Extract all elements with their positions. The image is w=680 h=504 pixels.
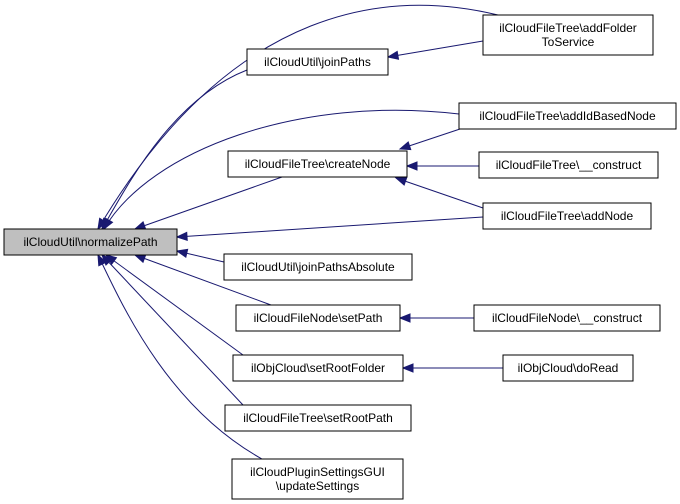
edge-addFolderToService-to-joinPaths (386, 40, 484, 60)
node-box[interactable] (235, 304, 401, 332)
node-setRootFolder[interactable]: ilObjCloud\setRootFolder (232, 354, 404, 382)
edge-setRootPath-to-root (101, 254, 244, 406)
node-addIdBasedNode[interactable]: ilCloudFileTree\addIdBasedNode (458, 102, 677, 130)
node-joinPathsAbsolute[interactable]: ilCloudUtil\joinPathsAbsolute (223, 253, 413, 281)
node-label: ilCloudUtil\joinPaths (264, 55, 371, 69)
node-label: ilCloudUtil\normalizePath (23, 235, 157, 249)
edge-line (101, 254, 244, 406)
node-nodeConstruct[interactable]: ilCloudFileNode\__construct (473, 304, 661, 332)
node-label: ilCloudFileNode\setPath (254, 311, 383, 325)
node-label: ilCloudFileTree\__construct (496, 158, 642, 172)
node-setPath[interactable]: ilCloudFileNode\setPath (235, 304, 401, 332)
node-label: ilCloudFileTree\addNode (501, 209, 634, 223)
edge-line (395, 177, 484, 209)
arrowhead-icon (401, 363, 414, 373)
arrowhead-icon (103, 217, 114, 231)
node-label: ilObjCloud\doRead (518, 361, 619, 375)
node-box[interactable] (482, 202, 652, 230)
arrowhead-icon (175, 231, 188, 242)
edge-nodeConstruct-to-setPath (398, 313, 474, 323)
arrowhead-icon (398, 313, 411, 323)
node-addNode[interactable]: ilCloudFileTree\addNode (482, 202, 652, 230)
node-doRead[interactable]: ilObjCloud\doRead (502, 354, 634, 382)
arrowhead-icon (398, 141, 412, 151)
node-box[interactable] (482, 14, 654, 56)
edge-createNode-to-root (133, 176, 283, 230)
node-label: ilCloudFileTree\setRootPath (243, 411, 393, 425)
node-label: \updateSettings (276, 479, 359, 493)
node-box[interactable] (458, 102, 677, 130)
arrowhead-icon (175, 248, 189, 259)
arrowhead-icon (97, 253, 107, 267)
node-label: ilObjCloud\setRootFolder (251, 361, 385, 375)
node-label: ilCloudFileTree\addFolder (499, 21, 637, 35)
edge-addIdBasedNode-to-createNode (398, 128, 461, 151)
node-box[interactable] (502, 354, 634, 382)
node-box[interactable] (227, 150, 408, 178)
edge-addNode-to-root (175, 216, 484, 242)
node-box[interactable] (232, 354, 404, 382)
edge-line (134, 254, 272, 306)
edge-updateSettings-to-root (97, 253, 263, 460)
arrowhead-icon (405, 161, 418, 171)
arrowhead-icon (386, 50, 400, 60)
nodes-layer: ilCloudUtil\normalizePath ilCloudUtil\joi… (3, 14, 677, 500)
node-label: ToService (542, 35, 595, 49)
edge-line (176, 216, 484, 238)
node-label: ilCloudFileTree\createNode (245, 157, 391, 171)
edge-line (97, 254, 263, 460)
node-label: ilCloudPluginSettingsGUI (250, 465, 385, 479)
edges-layer (97, 4, 503, 460)
node-label: ilCloudFileNode\__construct (492, 311, 643, 325)
node-treeConstruct[interactable]: ilCloudFileTree\__construct (478, 151, 659, 179)
node-updateSettings[interactable]: ilCloudPluginSettingsGUI\updateSettings (231, 458, 404, 500)
arrowhead-icon (133, 254, 147, 264)
node-joinPaths[interactable]: ilCloudUtil\joinPaths (246, 48, 389, 76)
node-box[interactable] (473, 304, 661, 332)
edge-line (105, 254, 244, 356)
edge-joinPathsAbsolute-to-root (175, 248, 225, 263)
edge-line (101, 69, 248, 230)
edge-addNode-to-createNode (394, 176, 484, 209)
edge-treeConstruct-to-createNode (405, 161, 479, 171)
edge-line (399, 128, 461, 150)
node-box[interactable] (223, 253, 413, 281)
edge-line (97, 4, 499, 230)
node-box[interactable] (246, 48, 389, 76)
arrowhead-icon (394, 176, 408, 186)
edge-doRead-to-setRootFolder (401, 363, 503, 373)
node-setRootPath[interactable]: ilCloudFileTree\setRootPath (224, 404, 412, 432)
node-box[interactable] (3, 228, 178, 256)
node-box[interactable] (231, 458, 404, 500)
node-box[interactable] (224, 404, 412, 432)
edge-line (103, 109, 460, 230)
node-createNode[interactable]: ilCloudFileTree\createNode (227, 150, 408, 178)
node-box[interactable] (478, 151, 659, 179)
edge-joinPaths-to-root (101, 69, 248, 231)
edge-line (134, 176, 283, 230)
edge-line (387, 40, 484, 58)
node-label: ilCloudUtil\joinPathsAbsolute (241, 260, 395, 274)
edge-addIdBasedNode-to-root (103, 109, 460, 231)
arrowhead-icon (133, 221, 147, 230)
node-root[interactable]: ilCloudUtil\normalizePath (3, 228, 178, 256)
node-label: ilCloudFileTree\addIdBasedNode (479, 109, 656, 123)
edge-addFolderToService-to-root (97, 4, 499, 231)
